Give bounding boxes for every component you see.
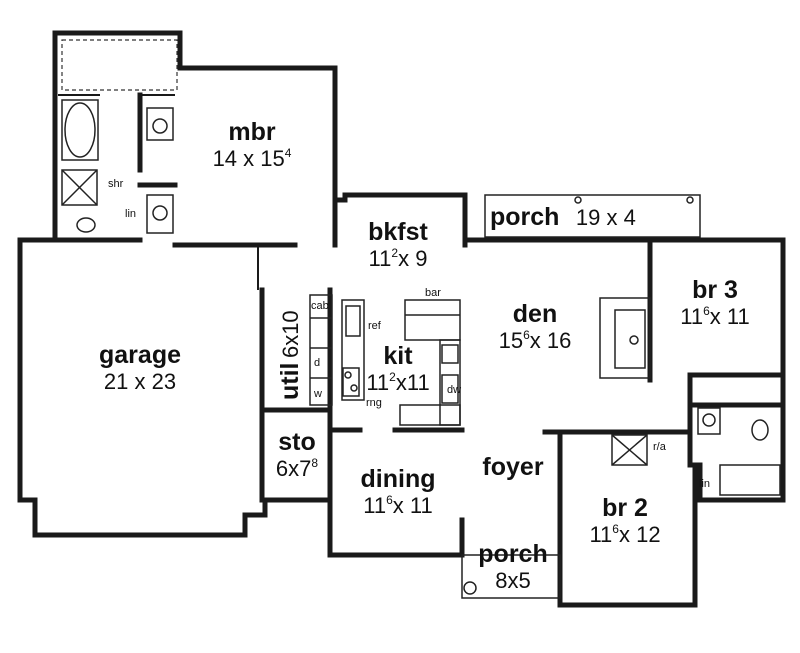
refrigerator <box>345 305 361 337</box>
util-dim: 6x10 <box>278 310 303 359</box>
sink-2 <box>152 205 168 221</box>
br3-dim: 116x 11 <box>680 304 750 329</box>
garage-walls <box>17 237 268 538</box>
porch-front-name: porch <box>478 540 548 568</box>
label-lin-mbr: lin <box>125 208 137 220</box>
hall-bath-fixtures <box>611 407 781 496</box>
label-lin-bath: lin <box>699 478 711 490</box>
dining-dim: 116x 11 <box>363 493 433 518</box>
porch-top <box>462 194 701 243</box>
room-dining: dining 116x 11 <box>361 465 436 519</box>
porch-top-dim: 19 x 4 <box>575 205 636 230</box>
label-cab: cab <box>311 300 329 312</box>
garage-name: garage <box>99 341 181 369</box>
room-mbr: mbr 14 x 154 <box>213 118 292 172</box>
garage-dim: 21 x 23 <box>103 369 177 394</box>
bkfst-name: bkfst <box>368 218 428 246</box>
sto-dim: 6x78 <box>275 456 319 481</box>
den-dim: 156x 16 <box>498 328 572 353</box>
label-shr: shr <box>108 178 124 190</box>
fireplace <box>599 297 651 379</box>
room-porch-front: porch 8x5 <box>478 540 547 594</box>
label-bar: bar <box>425 287 441 299</box>
room-foyer: foyer <box>482 453 543 481</box>
util-name: util <box>276 362 304 401</box>
label-ra: r/a <box>653 441 666 453</box>
dishwasher <box>441 374 459 404</box>
mbr-dim: 14 x 154 <box>212 146 292 171</box>
porch-top-name: porch <box>490 203 560 231</box>
room-bkfst: bkfst 112x 9 <box>368 218 428 272</box>
dining-name: dining <box>360 465 436 493</box>
tub <box>64 102 96 158</box>
kit-name: kit <box>383 342 413 370</box>
br2-dim: 116x 12 <box>589 522 661 547</box>
shower <box>61 169 98 206</box>
den-name: den <box>512 300 558 328</box>
core-walls <box>259 192 468 558</box>
label-ref: ref <box>368 320 381 332</box>
room-util: util 6x10 <box>276 310 304 400</box>
bkfst-dim: 112x 9 <box>368 246 428 271</box>
porch-front-dim: 8x5 <box>495 568 531 593</box>
room-porch-top: porch 19 x 4 <box>490 203 636 231</box>
foyer-name: foyer <box>482 453 544 481</box>
room-sto: sto 6x78 <box>276 428 318 482</box>
kit-dim: 112x11 <box>366 370 430 395</box>
room-br2: br 2 116x 12 <box>589 494 660 548</box>
room-garage: garage 21 x 23 <box>99 341 181 395</box>
mbr-name: mbr <box>228 118 276 146</box>
br3-name: br 3 <box>692 276 738 304</box>
room-den: den 156x 16 <box>499 300 572 354</box>
master-bath-fixtures <box>61 39 178 234</box>
sink-1 <box>152 118 168 134</box>
label-dw: dw <box>447 384 462 396</box>
label-w: w <box>314 388 322 400</box>
sto-name: sto <box>278 428 316 456</box>
master-suite-walls <box>52 30 338 248</box>
room-br3: br 3 116x 11 <box>680 276 749 330</box>
sink <box>441 344 459 364</box>
porch-front <box>461 554 561 599</box>
label-d: d <box>314 357 321 369</box>
breakfast-bar <box>404 299 461 341</box>
label-rng: rng <box>366 397 382 409</box>
kitchen-fixtures <box>309 294 461 426</box>
br2-name: br 2 <box>602 494 648 522</box>
toilet <box>76 217 96 233</box>
room-kit: kit 112x11 <box>366 342 429 396</box>
range <box>342 367 360 397</box>
